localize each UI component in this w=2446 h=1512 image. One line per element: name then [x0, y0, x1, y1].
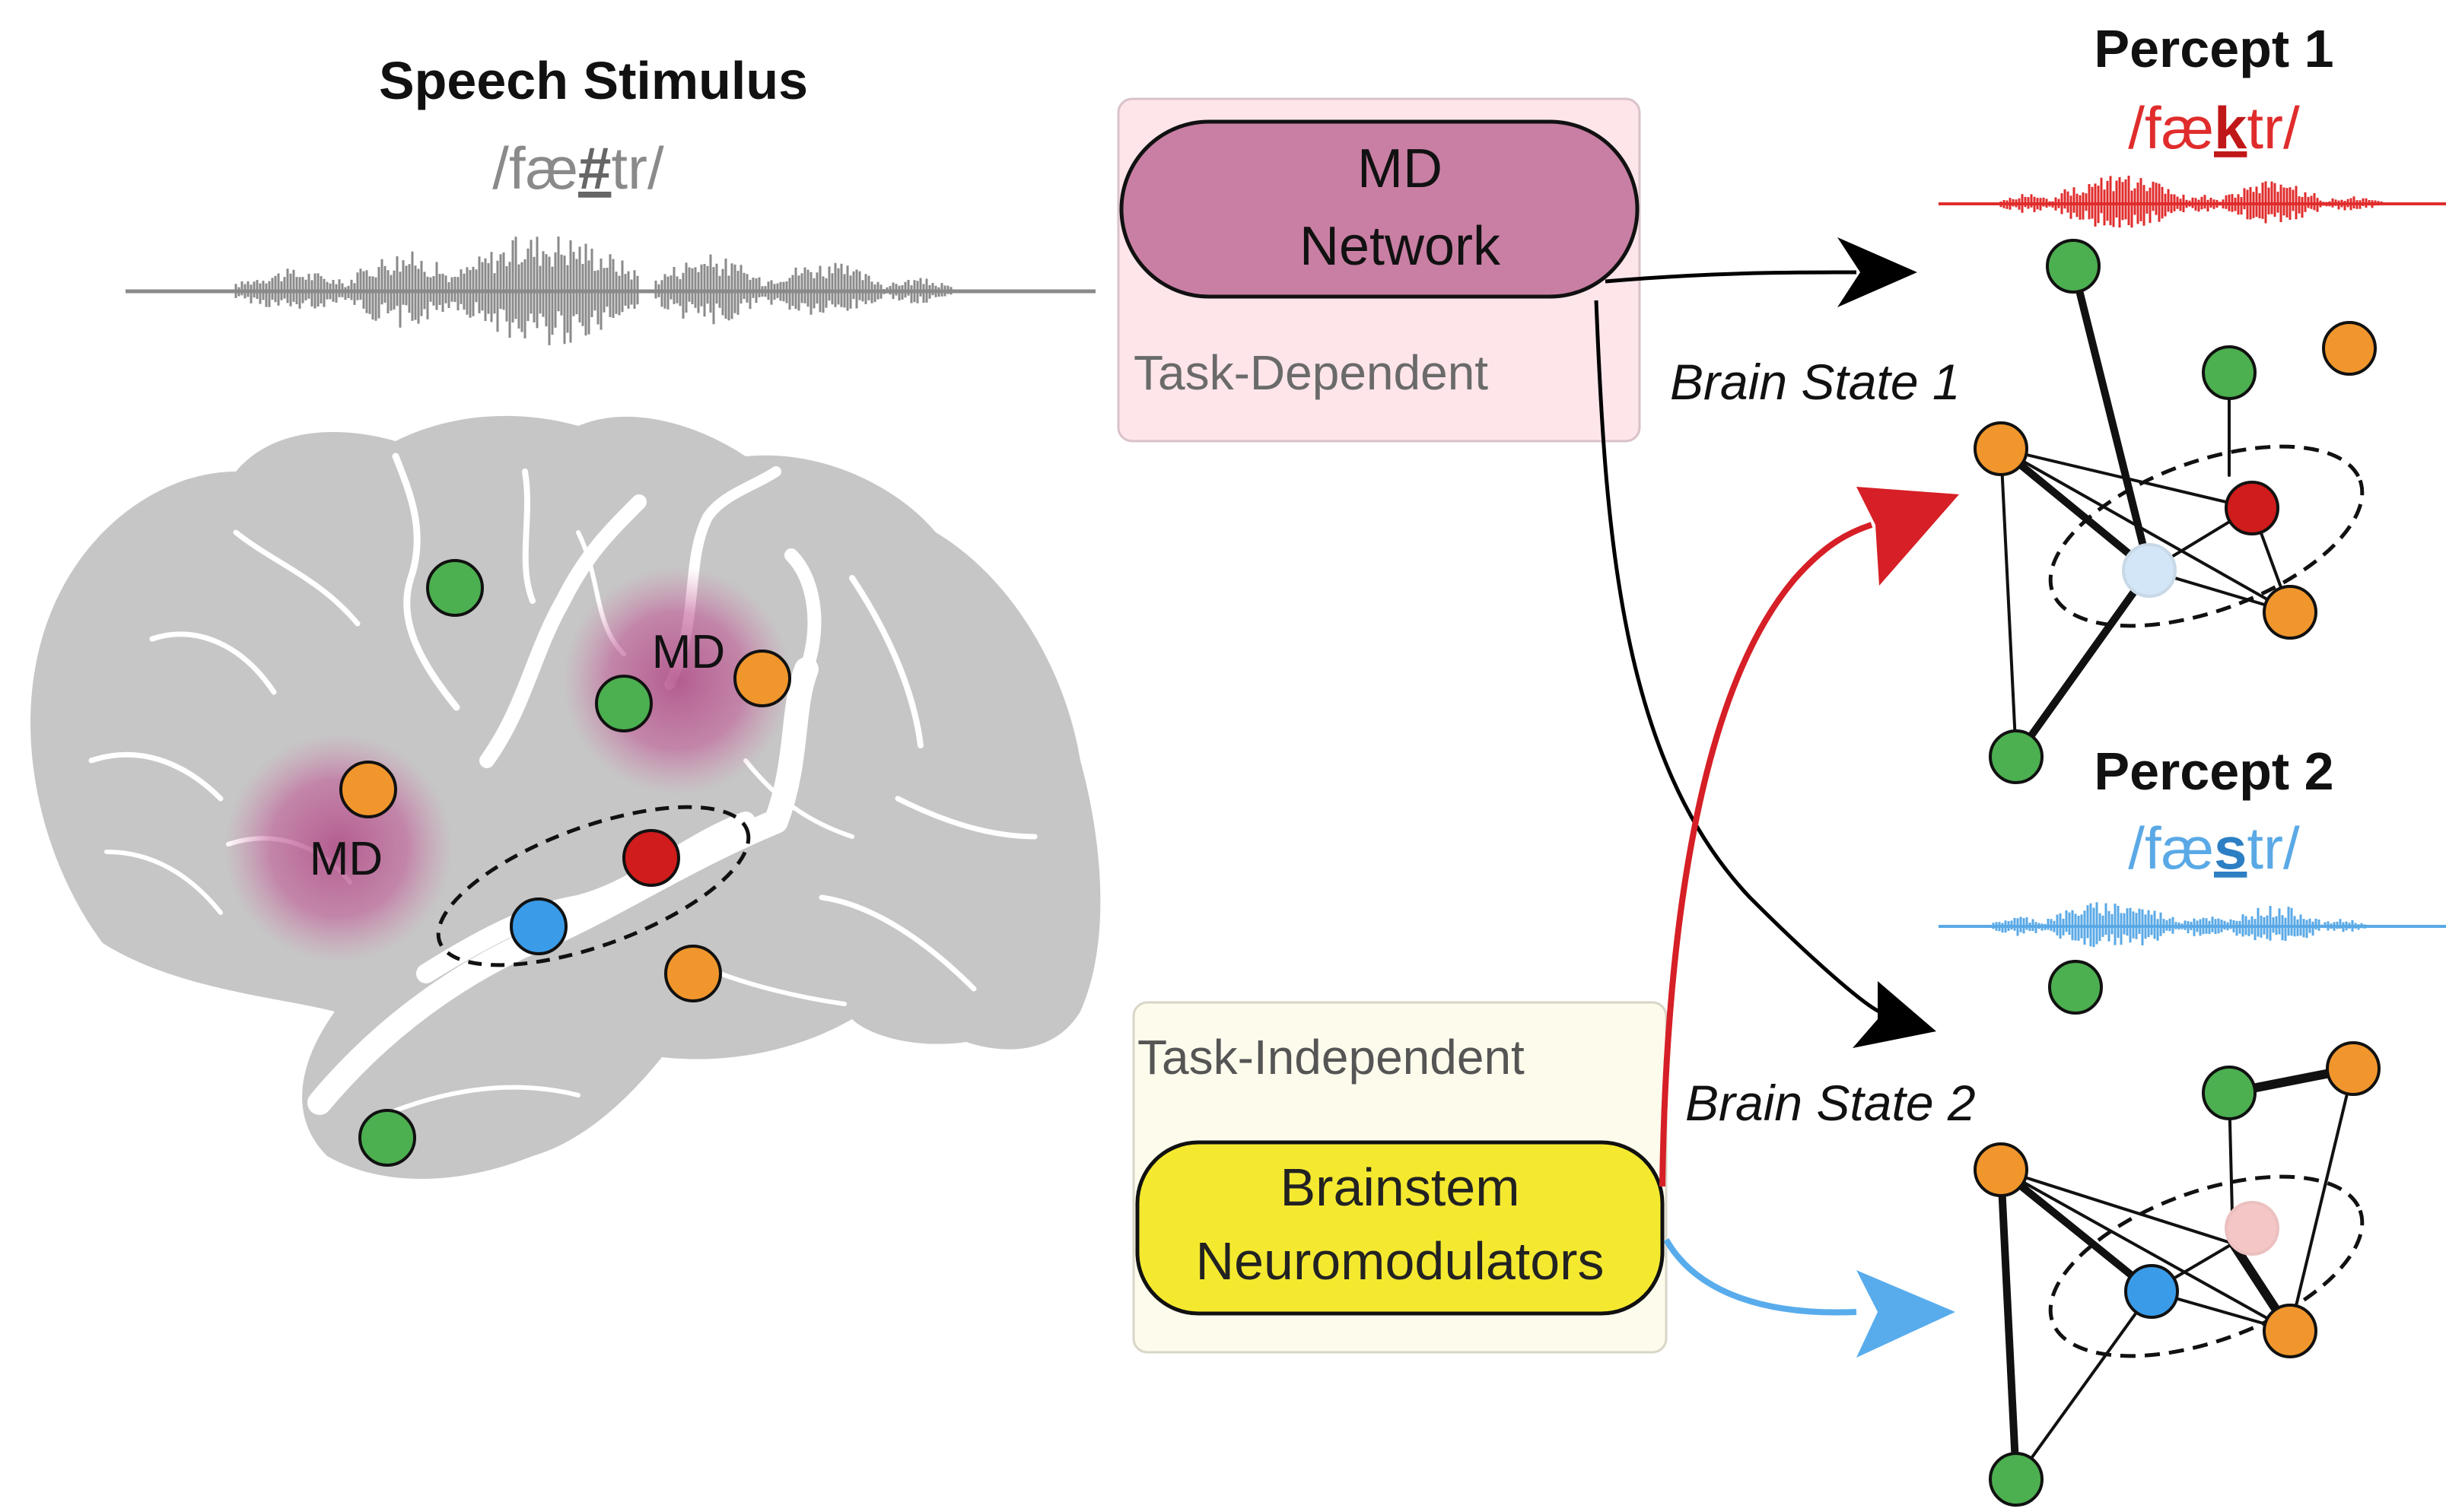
percept-2-title: Percept 2 [2094, 742, 2333, 801]
state-2-node-orange [1974, 1142, 2028, 1197]
state-2-node-orange [2326, 1041, 2381, 1096]
state-2-node-blue [2124, 1264, 2179, 1319]
brainstem-label-line2: Neuromodulators [1196, 1231, 1605, 1291]
md-network-label-line1: MD [1357, 138, 1442, 199]
speech-stimulus-phonetic: /fæ#tr/ [492, 135, 664, 202]
state-2-node-pale-red [2225, 1201, 2279, 1256]
brain-outline [30, 415, 1101, 1179]
brain-node-orange [664, 945, 722, 1002]
percept-2-phonetic: /fæstr/ [2128, 815, 2300, 881]
brain-node-green [426, 559, 484, 617]
md-network-panel: MD Network Task-Dependent [1117, 97, 1641, 443]
arrow-brainstem-to-state1 [1659, 522, 1873, 1187]
auditory-cortex-ellipse [436, 805, 751, 967]
state-1-node-green [2046, 239, 2101, 294]
state-1-node-green [2202, 345, 2257, 400]
state-1-ellipse [2048, 444, 2365, 628]
brainstem-panel: Task-Independent Brainstem Neuromodulato… [1132, 1001, 1668, 1354]
speech-stimulus-title: Speech Stimulus [379, 51, 808, 110]
waveform-trace [1992, 902, 2366, 948]
md-region-label-frontal: MD [310, 833, 383, 885]
speech-stimulus-panel: Speech Stimulus /fæ#tr/ [126, 51, 1096, 345]
arrow-md-to-state1 [1605, 270, 1857, 284]
state-2-node-green [1989, 1452, 2044, 1507]
state-2-node-green [2048, 960, 2103, 1015]
state-1-edges [1997, 262, 2292, 761]
state-1-node-orange [1974, 421, 2028, 476]
state-1-node-orange [2263, 585, 2317, 640]
state-1-node-orange [2322, 321, 2377, 376]
brainstem-neuromodulators-node[interactable] [1135, 1140, 1665, 1316]
state-1-node-green [1989, 729, 2044, 784]
brain-illustration: MD MD [30, 415, 1101, 1179]
state-2-edges [1997, 1064, 2358, 1483]
brain-state-1-label: Brain State 1 [1670, 354, 1961, 410]
percept-1-phonetic: /fæktr/ [2128, 94, 2300, 161]
stimulus-waveform [234, 237, 953, 345]
waveform-trace [1999, 176, 2383, 228]
state-1-node-pale-blue [2122, 543, 2177, 598]
percept-1-title: Percept 1 [2094, 19, 2333, 78]
state-2-node-green [2202, 1066, 2257, 1120]
md-network-label-line2: Network [1299, 216, 1501, 277]
brain-state-2-network: Brain State 2 [1685, 960, 2381, 1507]
brain-node-orange [339, 761, 397, 818]
arrow-head-blue [1856, 1270, 1955, 1358]
brain-node-green [595, 675, 653, 732]
brain-node-orange [733, 650, 791, 707]
task-dependent-caption: Task-Dependent [1134, 345, 1488, 400]
state-1-node-red [2225, 481, 2279, 535]
percept-1-panel: Percept 1 /fæktr/ [1939, 19, 2446, 228]
connection-arrows [1594, 237, 1959, 1358]
arrow-head-red [1856, 487, 1959, 586]
state-2-node-orange [2263, 1304, 2317, 1358]
arrow-md-to-state2 [1594, 300, 1881, 1014]
arrow-head-black [1853, 981, 1936, 1048]
task-independent-caption: Task-Independent [1137, 1030, 1525, 1085]
percept-2-waveform [1992, 902, 2366, 948]
percept-2-panel: Percept 2 /fæstr/ [1939, 742, 2446, 948]
brain-node-red [622, 829, 680, 887]
waveform-trace [234, 237, 953, 345]
brain-state-2-label: Brain State 2 [1685, 1075, 1976, 1131]
brainstem-label-line1: Brainstem [1280, 1158, 1519, 1217]
brain-node-blue [510, 897, 568, 955]
md-network-node[interactable] [1119, 119, 1640, 299]
md-region-parietal [563, 567, 791, 795]
md-region-label-parietal: MD [652, 626, 725, 678]
arrow-brainstem-to-state2 [1663, 1238, 1857, 1316]
percept-1-waveform [1999, 176, 2383, 228]
arrow-head-black [1837, 237, 1917, 307]
brain-node-green [358, 1109, 416, 1167]
brain-sulci [88, 453, 1038, 1115]
state-2-ellipse [2048, 1174, 2365, 1358]
brain-state-1-network: Brain State 1 [1670, 239, 2377, 784]
